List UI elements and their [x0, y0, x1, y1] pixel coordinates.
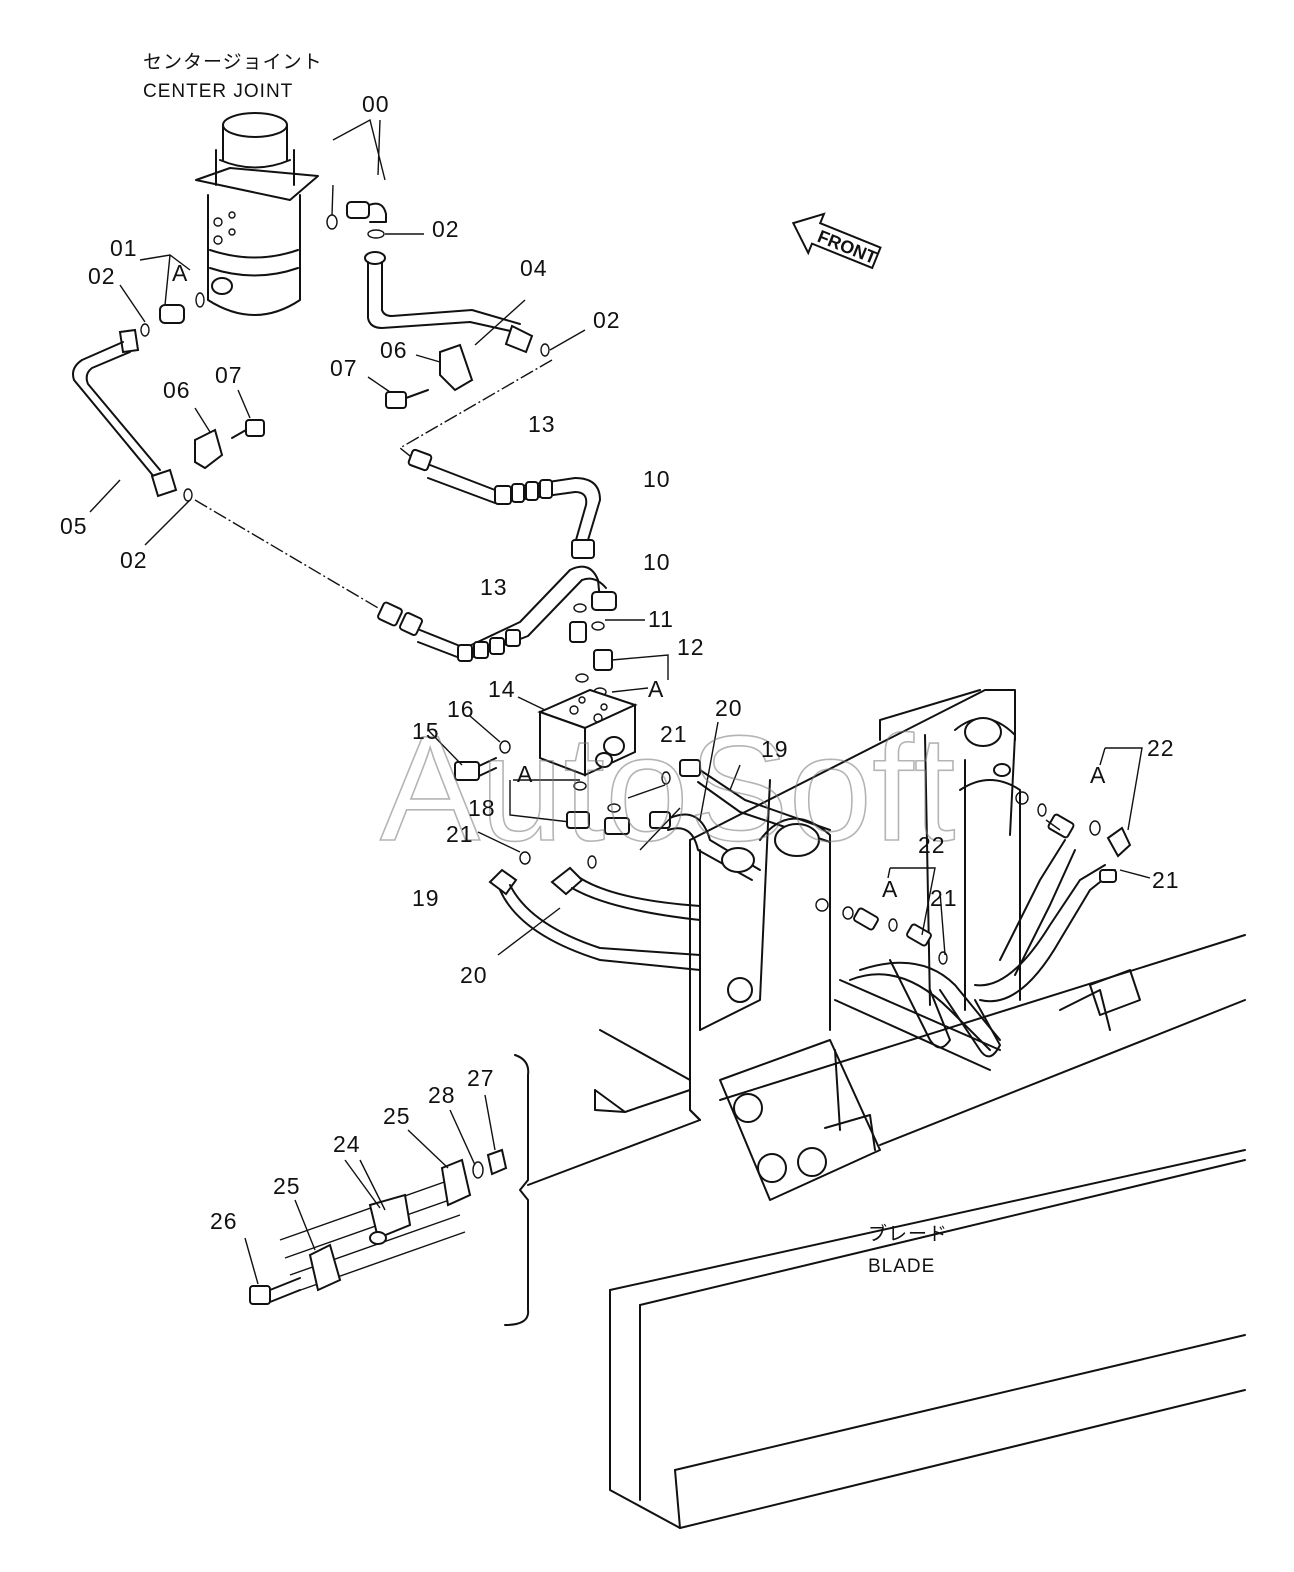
part-label: 13 — [528, 411, 556, 437]
part-label: 02 — [593, 307, 621, 333]
blade-assembly — [594, 689, 1246, 1529]
part-label: A — [648, 676, 664, 702]
center-joint-title-en: CENTER JOINT — [143, 81, 293, 102]
front-label: FRONT — [815, 226, 880, 268]
part-label: A — [172, 260, 188, 286]
hose-13-upper — [407, 448, 576, 505]
part-label: 28 — [428, 1082, 456, 1108]
part-label: 25 — [273, 1173, 301, 1199]
part-label: 20 — [715, 695, 743, 721]
part-label: 02 — [120, 547, 148, 573]
part-label: 06 — [380, 337, 408, 363]
bolt-15 — [427, 729, 497, 781]
part-label: 10 — [643, 549, 671, 575]
part-label: 26 — [210, 1208, 238, 1234]
part-labels: 00 02 01 A 02 04 02 06 07 06 07 05 02 13… — [60, 91, 1180, 1234]
blade-title-en: BLADE — [868, 1256, 935, 1277]
part-label: 01 — [110, 235, 138, 261]
part-label: 21 — [1152, 867, 1180, 893]
hose-19-20 — [488, 721, 831, 971]
part-label: 10 — [643, 466, 671, 492]
part-label: 24 — [333, 1131, 361, 1157]
watermark: AutoSoft — [380, 704, 955, 872]
center-joint — [195, 112, 319, 316]
part-label: 07 — [215, 362, 243, 388]
fitting-18-b — [604, 817, 630, 835]
part-label: 21 — [446, 821, 474, 847]
part-label: 16 — [447, 696, 475, 722]
bolt-07-center — [367, 376, 429, 409]
part-label: 27 — [467, 1065, 495, 1091]
detail-inset — [244, 1054, 701, 1326]
part-label: 02 — [432, 216, 460, 242]
bolt-07-left — [231, 389, 265, 439]
hose-10-upper — [571, 477, 601, 559]
fitting-00 — [346, 201, 387, 223]
part-label: 18 — [468, 795, 496, 821]
part-label: A — [882, 876, 898, 902]
part-label: 21 — [660, 721, 688, 747]
part-label: 00 — [362, 91, 390, 117]
part-label: A — [1090, 762, 1106, 788]
pipe-05 — [72, 328, 178, 498]
part-label: 25 — [383, 1103, 411, 1129]
fitting-12-a — [569, 621, 587, 643]
part-label: 02 — [88, 263, 116, 289]
part-label: 11 — [648, 606, 674, 632]
part-label: 14 — [488, 676, 516, 702]
fitting-01 — [139, 254, 205, 324]
fitting-12-b — [593, 649, 613, 671]
part-label: 20 — [460, 962, 488, 988]
part-label: 19 — [761, 736, 789, 762]
part-label: A — [517, 761, 533, 787]
hose-10-lower — [569, 565, 617, 611]
part-label: 05 — [60, 513, 88, 539]
part-label: 21 — [930, 885, 958, 911]
part-label: 15 — [412, 718, 440, 744]
part-label: 12 — [677, 634, 705, 660]
pipe-04 — [364, 251, 534, 354]
front-arrow: FRONT — [791, 212, 882, 270]
valve-block-14 — [537, 688, 638, 777]
part-label: 19 — [412, 885, 440, 911]
fitting-18-a — [566, 811, 590, 829]
part-label: 04 — [520, 255, 548, 281]
fittings-right — [815, 747, 1151, 965]
part-label: 22 — [918, 832, 946, 858]
part-label: 13 — [480, 574, 508, 600]
clamp-06-left — [194, 407, 224, 470]
center-joint-title-jp: センタージョイント — [143, 51, 323, 73]
part-label: 22 — [1147, 735, 1175, 761]
part-label: 07 — [330, 355, 358, 381]
blade-title-jp: ブレード — [868, 1222, 948, 1245]
hose-13-lower — [377, 569, 583, 662]
clamp-06-center — [415, 343, 474, 392]
part-label: 06 — [163, 377, 191, 403]
